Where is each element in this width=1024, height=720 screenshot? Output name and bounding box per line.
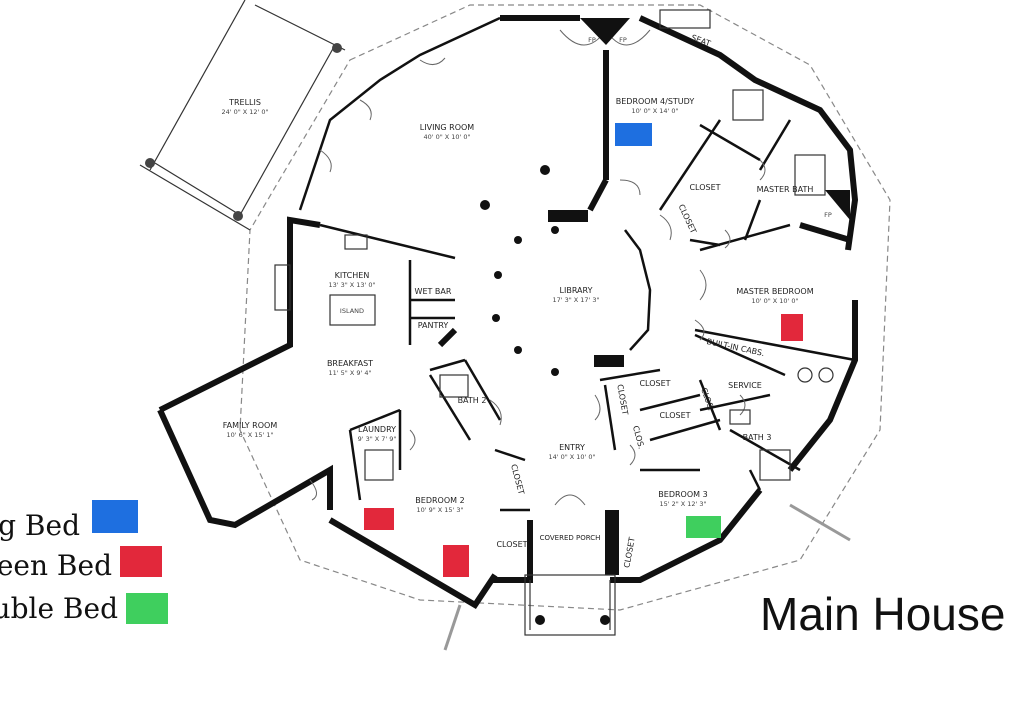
closet-c-label: CLOSET xyxy=(639,379,670,388)
breakfast-dims: 11' 5" X 9' 4" xyxy=(329,369,372,377)
legend-swatch-king xyxy=(92,500,138,533)
closet-f-label: CLOSET xyxy=(509,463,526,495)
laundry-label: LAUNDRY xyxy=(358,425,396,434)
master-bath-label: MASTER BATH xyxy=(757,185,814,194)
queen-bed-marker-master xyxy=(781,314,803,341)
legend-swatch-queen xyxy=(120,546,162,577)
clos-a-label: CLOS. xyxy=(631,425,646,450)
closet-b-label: CLOSET xyxy=(677,203,698,235)
covered-porch-label: COVERED PORCH xyxy=(540,534,601,542)
laundry-dims: 9' 3" X 7' 9" xyxy=(358,435,397,443)
legend-label-double: Double Bed xyxy=(0,592,118,625)
bedroom3-label: BEDROOM 3 xyxy=(658,490,707,499)
master-bedroom-dims: 10' 0" X 10' 0" xyxy=(751,297,798,305)
entry-dims: 14' 0" X 10' 0" xyxy=(548,453,595,461)
island-label: ISLAND xyxy=(340,307,364,315)
master-bedroom-label: MASTER BEDROOM xyxy=(736,287,813,296)
fireplaces: FP FP FP xyxy=(580,18,850,570)
service-label: SERVICE xyxy=(728,381,762,390)
bedroom2-label: BEDROOM 2 xyxy=(415,496,464,505)
kitchen-label: KITCHEN xyxy=(335,271,370,280)
king-bed-marker xyxy=(615,123,652,146)
double-bed-marker xyxy=(686,516,721,538)
doors xyxy=(309,29,766,506)
fp-label-b: FP xyxy=(619,36,627,44)
library-label: LIBRARY xyxy=(560,286,593,295)
legend-label-queen: Queen Bed xyxy=(0,549,112,582)
queen-bed-marker-bed2a xyxy=(364,508,394,530)
library-dims: 17' 3" X 17' 3" xyxy=(552,296,599,304)
living-room-label: LIVING ROOM xyxy=(420,123,475,132)
trellis-dims: 24' 0" X 12' 0" xyxy=(221,108,268,116)
bedroom3-dims: 15' 2" X 12' 3" xyxy=(659,500,706,508)
site-outline xyxy=(239,4,891,611)
trellis-label: TRELLIS xyxy=(228,98,261,107)
bath2-label: BATH 2 xyxy=(458,396,487,405)
interior-walls xyxy=(319,50,856,575)
fixtures xyxy=(274,9,834,481)
legend-swatch-double xyxy=(126,593,168,624)
family-room-dims: 10' 6" X 15' 1" xyxy=(226,431,273,439)
wet-bar-label: WET BAR xyxy=(415,287,452,296)
legend: King Bed Queen Bed Double Bed xyxy=(0,500,168,625)
closet-a-label: CLOSET xyxy=(689,183,720,192)
bedroom4-label: BEDROOM 4/STUDY xyxy=(616,97,695,106)
pantry-label: PANTRY xyxy=(418,321,449,330)
living-room-dims: 40' 0" X 10' 0" xyxy=(423,133,470,141)
queen-bed-marker-bed2b xyxy=(443,545,469,577)
closet-g-label: CLOSET xyxy=(496,540,527,549)
closet-h-label: CLOSET xyxy=(622,536,636,568)
exterior-walls xyxy=(157,15,859,610)
family-room-label: FAMILY ROOM xyxy=(223,421,278,430)
bath3-label: BATH 3 xyxy=(743,433,772,442)
trellis: TRELLIS 24' 0" X 12' 0" xyxy=(139,0,346,231)
breakfast-label: BREAKFAST xyxy=(327,359,373,368)
closet-e-label: CLOSET xyxy=(615,383,629,415)
kitchen-dims: 13' 3" X 13' 0" xyxy=(328,281,375,289)
clos-b-label: CLOS. xyxy=(699,386,716,411)
fp-label-c: FP xyxy=(824,211,832,219)
covered-porch xyxy=(443,503,851,651)
bed-markers xyxy=(364,123,803,577)
fp-label-a: FP xyxy=(588,36,596,44)
bedroom4-dims: 10' 0" X 14' 0" xyxy=(631,107,678,115)
closet-d-label: CLOSET xyxy=(659,411,690,420)
bedroom2-dims: 10' 9" X 15' 3" xyxy=(416,506,463,514)
library-columns xyxy=(480,165,559,376)
entry-label: ENTRY xyxy=(559,443,585,452)
plan-title: Main House xyxy=(760,588,1005,640)
room-labels: LIVING ROOM 40' 0" X 10' 0" BEDROOM 4/ST… xyxy=(223,33,814,569)
legend-label-king: King Bed xyxy=(0,509,80,542)
built-in-cabs-label: BUILT-IN CABS. xyxy=(706,337,766,358)
